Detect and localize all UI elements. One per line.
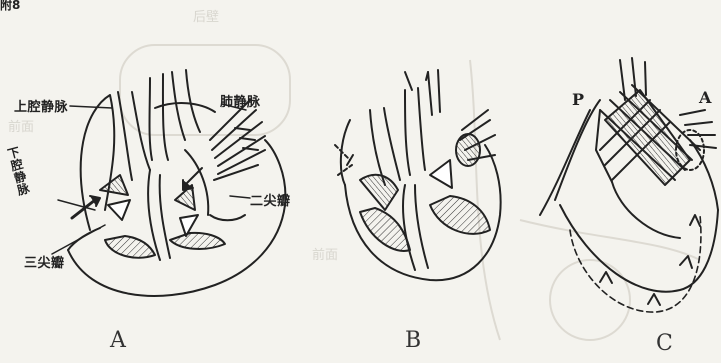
label-mitral-valve: 二尖瓣 — [250, 190, 291, 209]
background-label-right: 前面 — [312, 244, 338, 263]
caption-c: C — [656, 331, 673, 356]
caption-a: A — [110, 328, 126, 353]
marker-p: P — [572, 90, 585, 109]
label-tricuspid-valve: 三尖瓣 — [24, 252, 65, 271]
caption-b: B — [405, 328, 421, 353]
marker-a: A — [699, 88, 712, 107]
label-superior-vena-cava: 上腔静脉 — [14, 96, 68, 115]
heart-c — [540, 58, 718, 312]
label-pulmonary-vein: 肺静脉 — [220, 91, 261, 110]
background-label-top: 后壁 — [193, 6, 219, 25]
background-label-left: 前面 — [8, 116, 34, 135]
corner-label: 附8 — [0, 0, 20, 13]
